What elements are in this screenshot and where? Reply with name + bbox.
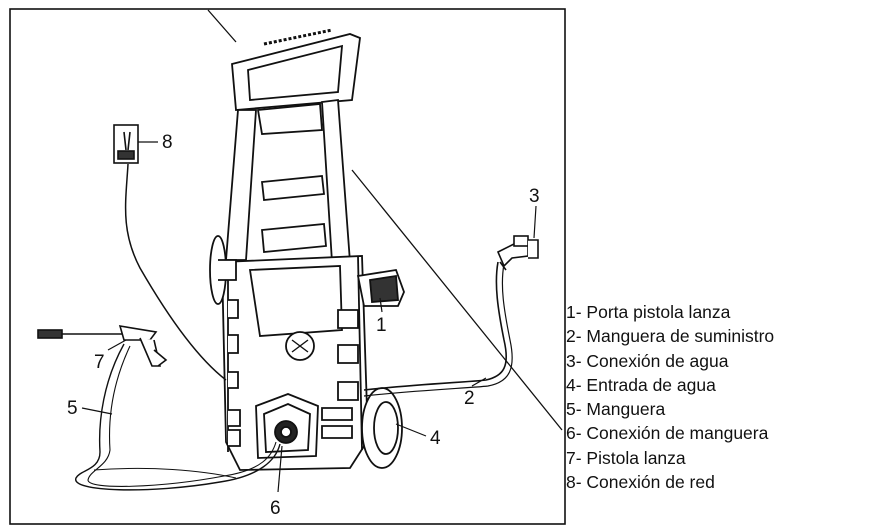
callout-1: 1	[376, 315, 387, 336]
callout-8: 8	[162, 132, 173, 153]
power-socket	[113, 124, 139, 164]
legend-item-6: 6- Conexión de manguera	[566, 423, 769, 444]
callout-3: 3	[529, 186, 540, 207]
leader-line-5	[81, 407, 113, 415]
coiled-hose	[75, 343, 281, 491]
callout-4: 4	[430, 428, 441, 449]
legend-item-3: 3- Conexión de agua	[566, 350, 729, 371]
leader-line-4	[395, 423, 427, 437]
water-tap	[496, 235, 539, 271]
spray-gun	[37, 325, 168, 367]
callout-6: 6	[270, 498, 281, 519]
legend-item-4: 4- Entrada de agua	[566, 374, 716, 395]
legend-item-8: 8- Conexión de red	[566, 472, 715, 493]
upright-frame	[225, 109, 257, 261]
diagram-frame	[9, 8, 566, 525]
callout-5: 5	[67, 398, 78, 419]
leader-line-6	[277, 445, 283, 493]
legend-item-2: 2- Manguera de suministro	[566, 326, 775, 347]
leader-line-7	[107, 339, 127, 351]
legend-item-1: 1- Porta pistola lanza	[566, 302, 731, 322]
legend-item-7: 7- Pistola lanza	[566, 447, 686, 468]
callout-7: 7	[94, 352, 105, 373]
leader-line-1	[379, 297, 383, 313]
power-cord	[124, 163, 227, 381]
leader-line-2	[471, 377, 487, 387]
background-diagonal-line	[207, 9, 563, 431]
parts-legend: 1- Porta pistola lanza 2- Manguera de su…	[566, 300, 878, 494]
leader-line-3	[533, 205, 537, 239]
callout-2: 2	[464, 388, 475, 409]
supply-hose	[363, 261, 508, 391]
pressure-washer-body	[209, 28, 405, 471]
legend-item-5: 5- Manguera	[566, 399, 666, 420]
